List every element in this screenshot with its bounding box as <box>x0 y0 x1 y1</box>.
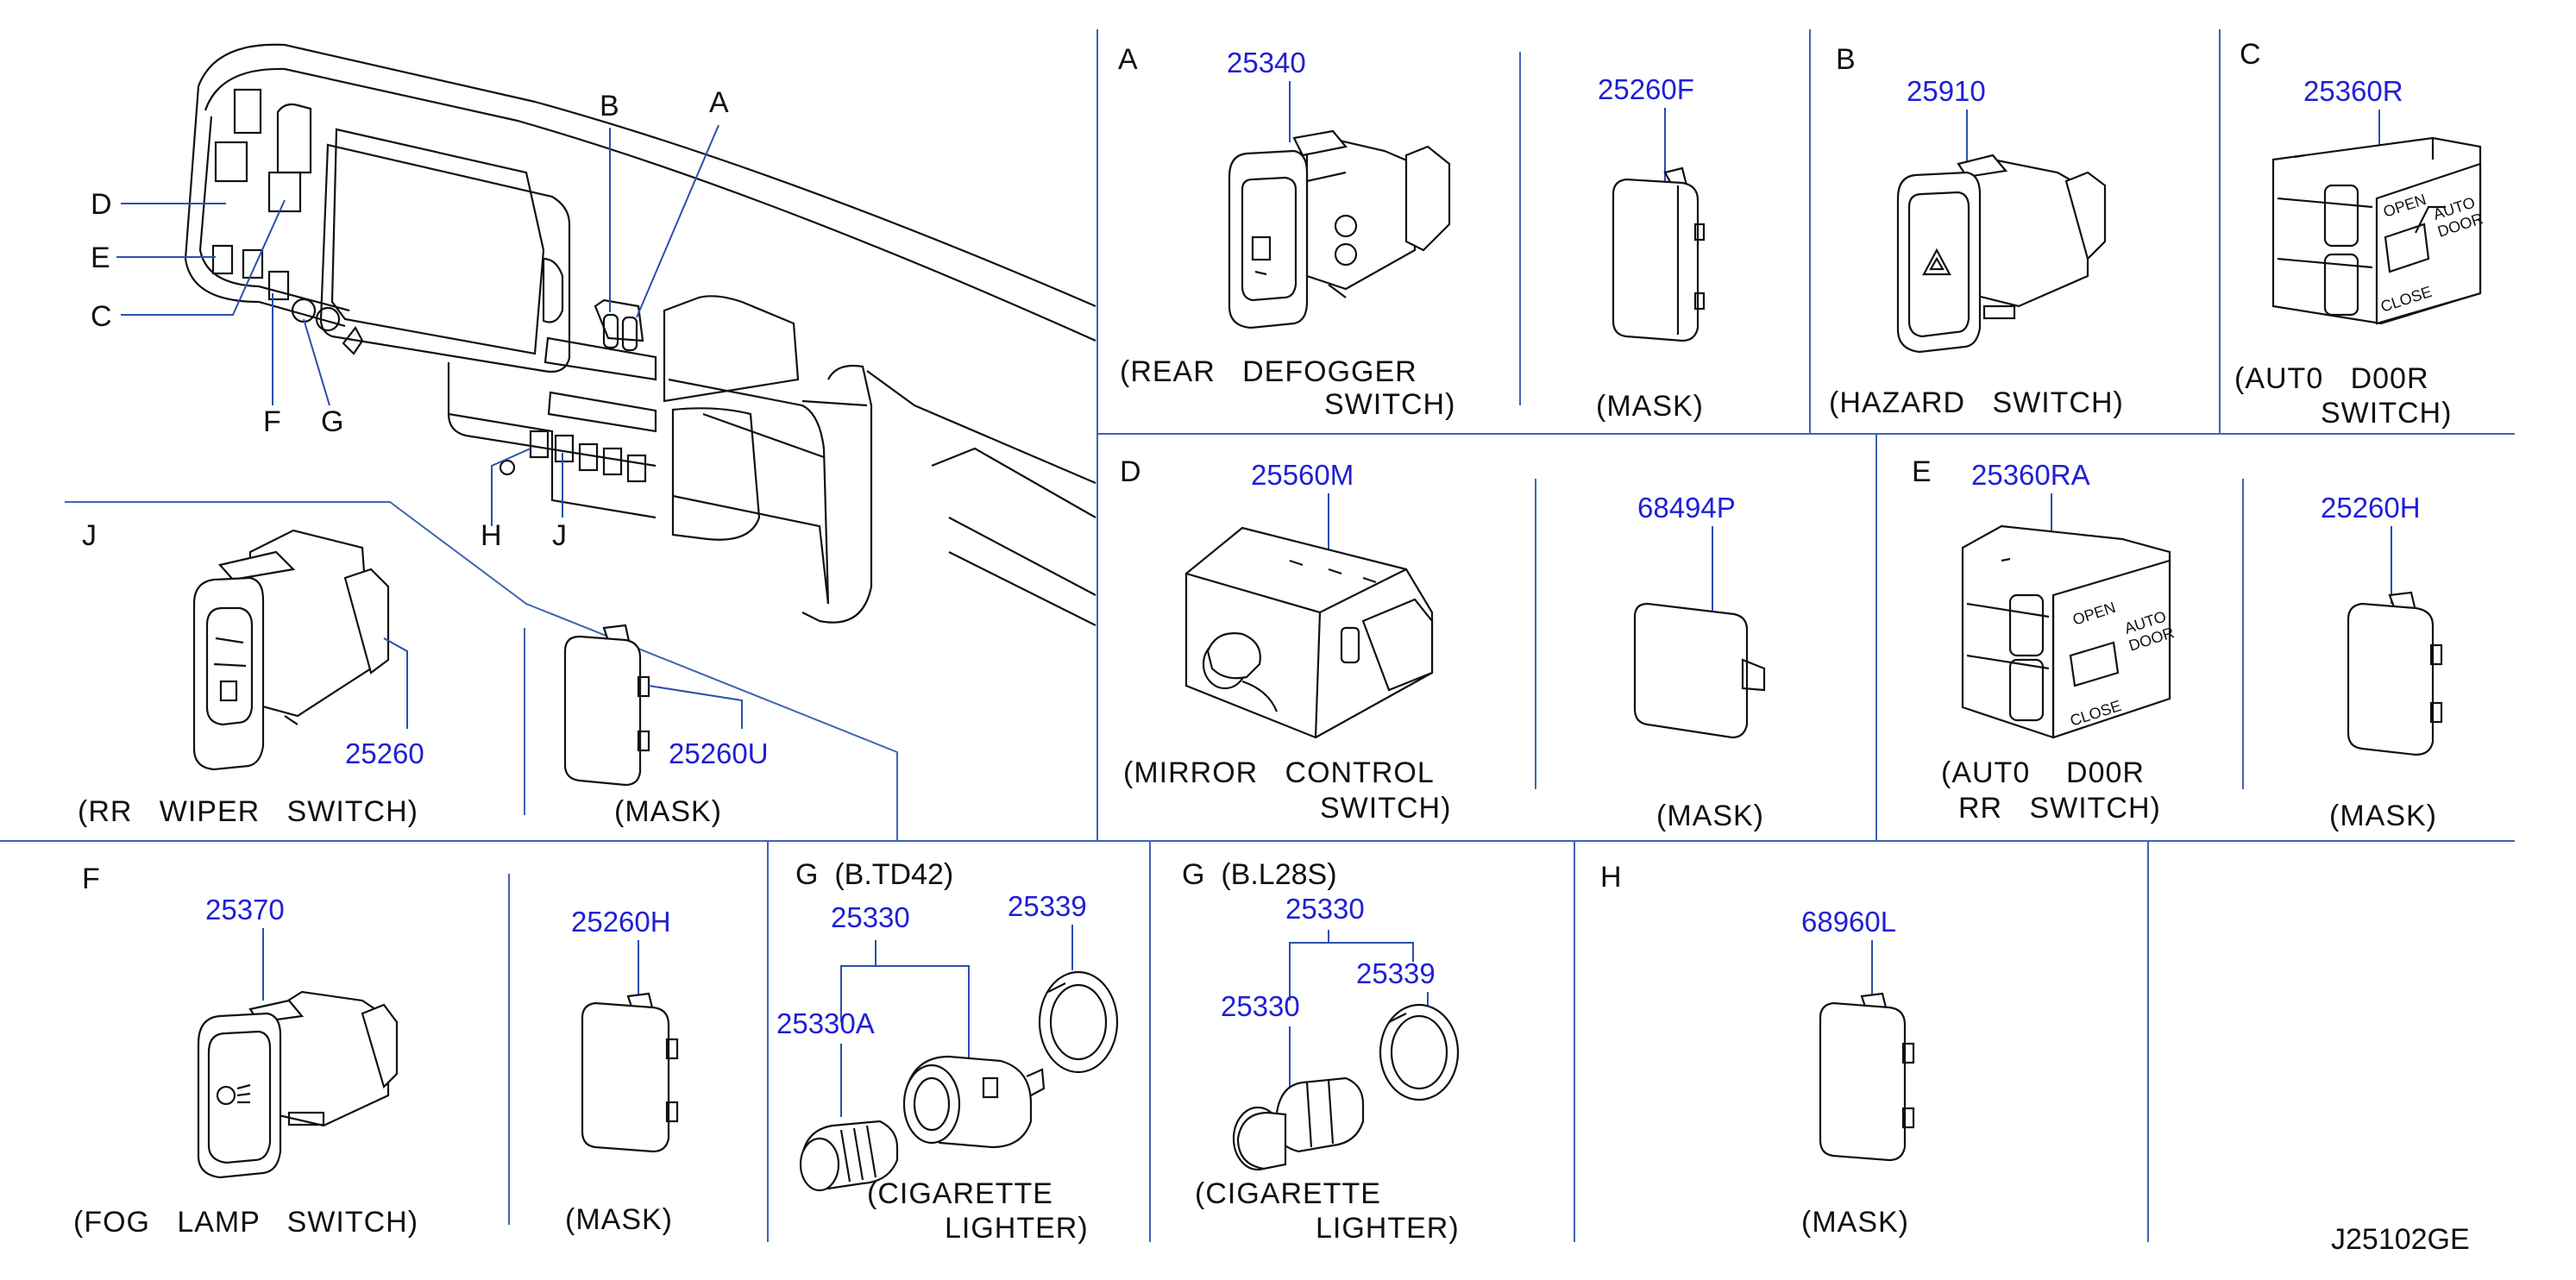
panel-a: A 25340 (REAR DEFOGGER SWITCH) 25260F <box>1118 43 1706 423</box>
panel-letter: E <box>1912 455 1932 488</box>
dashboard-overview <box>184 43 1096 626</box>
panel-letter: G (B.L28S) <box>1182 858 1337 891</box>
caption-line-1: (MIRROR CONTROL <box>1123 756 1435 789</box>
part-number-25260: 25260 <box>345 737 424 769</box>
part-number-25339: 25339 <box>1356 957 1436 989</box>
panel-g-td42: G (B.TD42) 25330 25330A 25339 (CIGARETTE… <box>776 858 1119 1245</box>
overview-letter-b: B <box>600 90 619 122</box>
caption-line-2: SWITCH) <box>2321 397 2452 430</box>
part-number-25360r: 25360R <box>2303 75 2403 107</box>
overview-letter-j: J <box>552 519 567 552</box>
panel-letter: A <box>1118 43 1138 76</box>
rear-defogger-switch-drawing <box>1228 129 1451 329</box>
diagram-id: J25102GE <box>2331 1223 2470 1256</box>
overview-letter-f: F <box>263 405 281 438</box>
panel-f: F 25370 (FOG LAMP SWITCH) 25260H (MASK) <box>73 863 679 1239</box>
mask-part-number-68494p: 68494P <box>1637 492 1736 524</box>
overview-letter-h: H <box>481 519 502 552</box>
panel-dividers <box>0 29 2515 1242</box>
mask-part-number-25260u: 25260U <box>669 737 769 769</box>
overview-letter-e: E <box>91 242 110 274</box>
part-number-25360ra: 25360RA <box>1971 459 2090 491</box>
mask-drawing <box>2347 591 2443 756</box>
part-number-25370: 25370 <box>205 894 285 925</box>
mask-caption: (MASK) <box>2329 800 2437 832</box>
rr-wiper-switch-drawing <box>192 529 390 771</box>
caption-line-2: SWITCH) <box>1320 792 1451 825</box>
part-number-25330: 25330 <box>1221 990 1300 1022</box>
group-part-number-25330: 25330 <box>1285 893 1365 925</box>
mask-drawing <box>581 992 679 1153</box>
part-number-25560m: 25560M <box>1251 459 1354 491</box>
caption: (HAZARD SWITCH) <box>1829 386 2124 419</box>
caption-line-1: (AUT0 D00R <box>1941 756 2145 789</box>
mask-caption: (MASK) <box>565 1203 673 1236</box>
cigarette-lighter-drawing <box>1232 1003 1460 1171</box>
panel-j: J 25260 (RR WIPER SWITCH) 25260U (MASK) <box>78 519 769 828</box>
cigarette-lighter-drawing <box>799 970 1119 1192</box>
mask-drawing <box>563 624 650 787</box>
panel-c: C 25360R OPEN AUTO DOOR CLOSE (AUT0 D00R… <box>2234 38 2485 430</box>
panel-letter: H <box>1600 861 1622 894</box>
auto-door-rr-switch-drawing: OPEN AUTO DOOR CLOSE <box>1961 524 2177 739</box>
overview-letter-c: C <box>91 300 112 333</box>
part-number-25339: 25339 <box>1008 890 1087 922</box>
overview-leaders <box>116 124 719 526</box>
mask-part-number-68960l: 68960L <box>1801 906 1896 938</box>
mask-drawing <box>1819 992 1915 1162</box>
caption-line-1: (REAR DEFOGGER <box>1120 355 1417 388</box>
mask-caption: (MASK) <box>1801 1206 1909 1239</box>
caption: (FOG LAMP SWITCH) <box>73 1206 418 1239</box>
mask-caption: (MASK) <box>614 795 722 828</box>
panel-b: B 25910 (HAZARD SWITCH) <box>1829 43 2124 419</box>
panel-letter: J <box>82 519 97 552</box>
fog-lamp-switch-drawing <box>197 990 399 1179</box>
part-number-25330a: 25330A <box>776 1007 875 1039</box>
panel-letter: D <box>1120 455 1141 488</box>
panel-letter: B <box>1836 43 1856 76</box>
panel-letter: C <box>2240 38 2261 71</box>
overview-letter-g: G <box>321 405 343 438</box>
caption-line-2: RR SWITCH) <box>1958 792 2161 825</box>
panel-letter: F <box>82 863 100 895</box>
auto-door-switch-drawing: OPEN AUTO DOOR CLOSE <box>2271 136 2485 325</box>
part-number-25340: 25340 <box>1227 47 1306 78</box>
overview-letter-d: D <box>91 188 112 221</box>
caption-line-2: LIGHTER) <box>945 1212 1089 1245</box>
panel-letter: G (B.TD42) <box>795 858 953 891</box>
part-number-25910: 25910 <box>1907 75 1986 107</box>
mirror-control-switch-drawing <box>1184 526 1434 739</box>
caption: (RR WIPER SWITCH) <box>78 795 418 828</box>
caption-line-1: (CIGARETTE <box>867 1177 1053 1210</box>
panel-h: H 68960L (MASK) <box>1600 861 1915 1239</box>
panel-d: D 25560M (MIRROR CONTROL SWITCH) 68494P … <box>1120 455 1766 832</box>
mask-part-number-25260h: 25260H <box>2321 492 2421 524</box>
caption-line-2: LIGHTER) <box>1316 1212 1460 1245</box>
overview-letter-a: A <box>709 86 729 119</box>
caption-line-1: (CIGARETTE <box>1195 1177 1381 1210</box>
group-part-number-25330: 25330 <box>831 901 910 933</box>
caption-line-2: SWITCH) <box>1324 388 1455 421</box>
hazard-switch-drawing <box>1896 154 2107 354</box>
mask-part-number-25260f: 25260F <box>1598 73 1694 105</box>
overview-letters: D E C F G B A H J <box>91 86 729 552</box>
mask-caption: (MASK) <box>1656 800 1764 832</box>
panel-e: E 25360RA OPEN AUTO DOOR CLOSE (AUT0 D00… <box>1912 455 2443 832</box>
mask-caption: (MASK) <box>1596 390 1704 423</box>
panel-g-l28s: G (B.L28S) 25330 25330 25339 (CIGARETTE … <box>1182 858 1460 1245</box>
mask-drawing <box>1633 602 1766 739</box>
caption-line-1: (AUT0 D00R <box>2234 362 2429 395</box>
mask-part-number-25260h: 25260H <box>571 906 671 938</box>
mask-drawing <box>1612 166 1706 342</box>
